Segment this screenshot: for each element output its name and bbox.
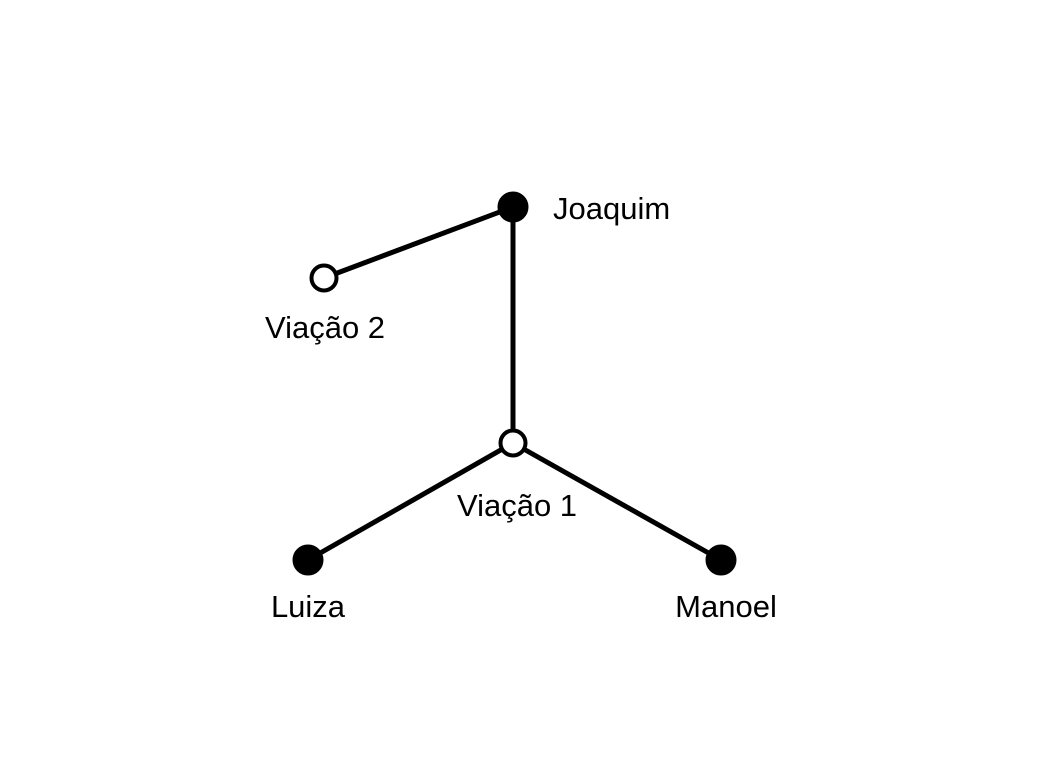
label-joaquim: Joaquim bbox=[553, 191, 670, 226]
edge-joaquim-viacao2 bbox=[321, 204, 516, 281]
label-manoel: Manoel bbox=[675, 589, 777, 624]
node-manoel bbox=[705, 544, 737, 576]
edge-viacao1-manoel bbox=[510, 440, 724, 563]
node-luiza bbox=[292, 544, 324, 576]
node-viacao1 bbox=[498, 428, 528, 458]
node-joaquim bbox=[497, 191, 529, 223]
label-viacao2: Viação 2 bbox=[265, 310, 385, 345]
label-viacao1: Viação 1 bbox=[457, 488, 577, 523]
edge-viacao1-luiza bbox=[305, 440, 516, 563]
node-viacao2 bbox=[309, 263, 339, 293]
label-luiza: Luiza bbox=[271, 589, 346, 624]
